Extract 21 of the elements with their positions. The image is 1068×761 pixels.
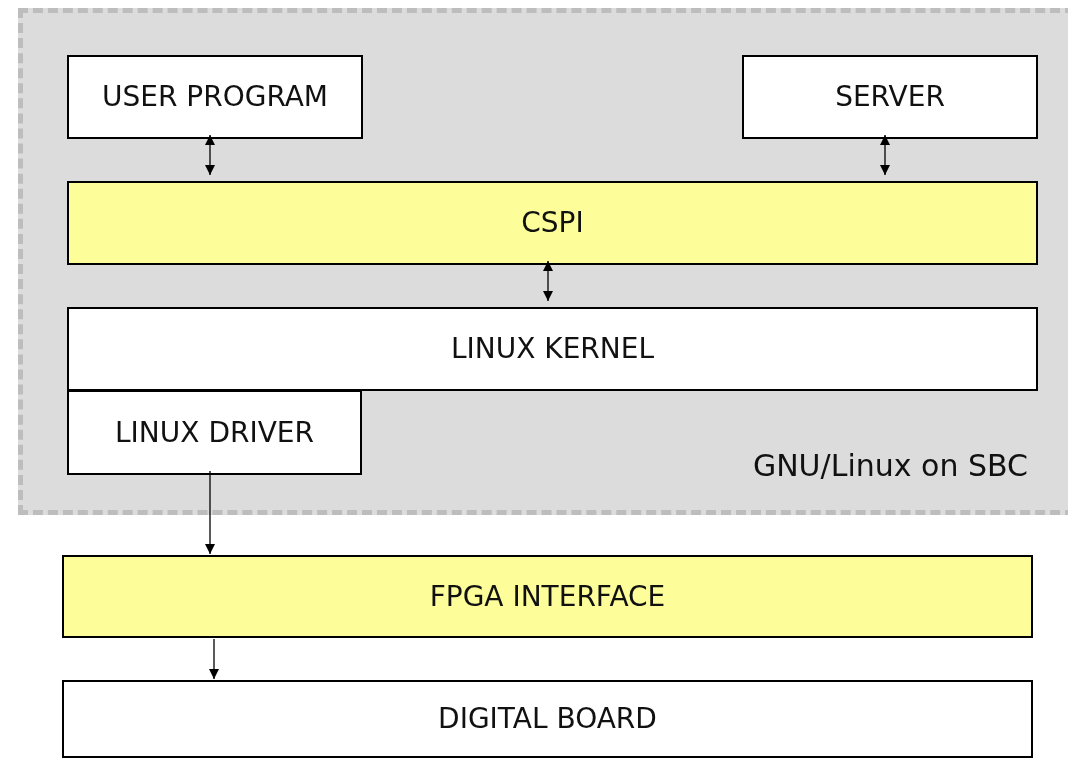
arrow [209, 638, 219, 680]
component-box [67, 390, 362, 475]
region-label: GNU/Linux on SBC [752, 447, 1028, 485]
dashed-region [18, 8, 1068, 515]
component-box [62, 680, 1033, 758]
box-label: FPGA INTERFACE [429, 578, 666, 615]
box-label: USER PROGRAM [102, 79, 328, 115]
box-label: SERVER [835, 79, 945, 115]
component-box [67, 307, 1038, 391]
box-label: LINUX DRIVER [115, 414, 314, 451]
box-label: CSPI [521, 205, 584, 241]
box-label: LINUX KERNEL [450, 331, 655, 367]
arrow [543, 260, 553, 302]
box-label: DIGITAL BOARD [438, 701, 657, 737]
arrow [205, 134, 215, 176]
interface-layer [62, 555, 1033, 638]
component-box [742, 55, 1038, 139]
interface-layer [67, 181, 1038, 265]
component-box [67, 55, 363, 139]
arrow [880, 134, 890, 176]
arrow [205, 470, 215, 555]
